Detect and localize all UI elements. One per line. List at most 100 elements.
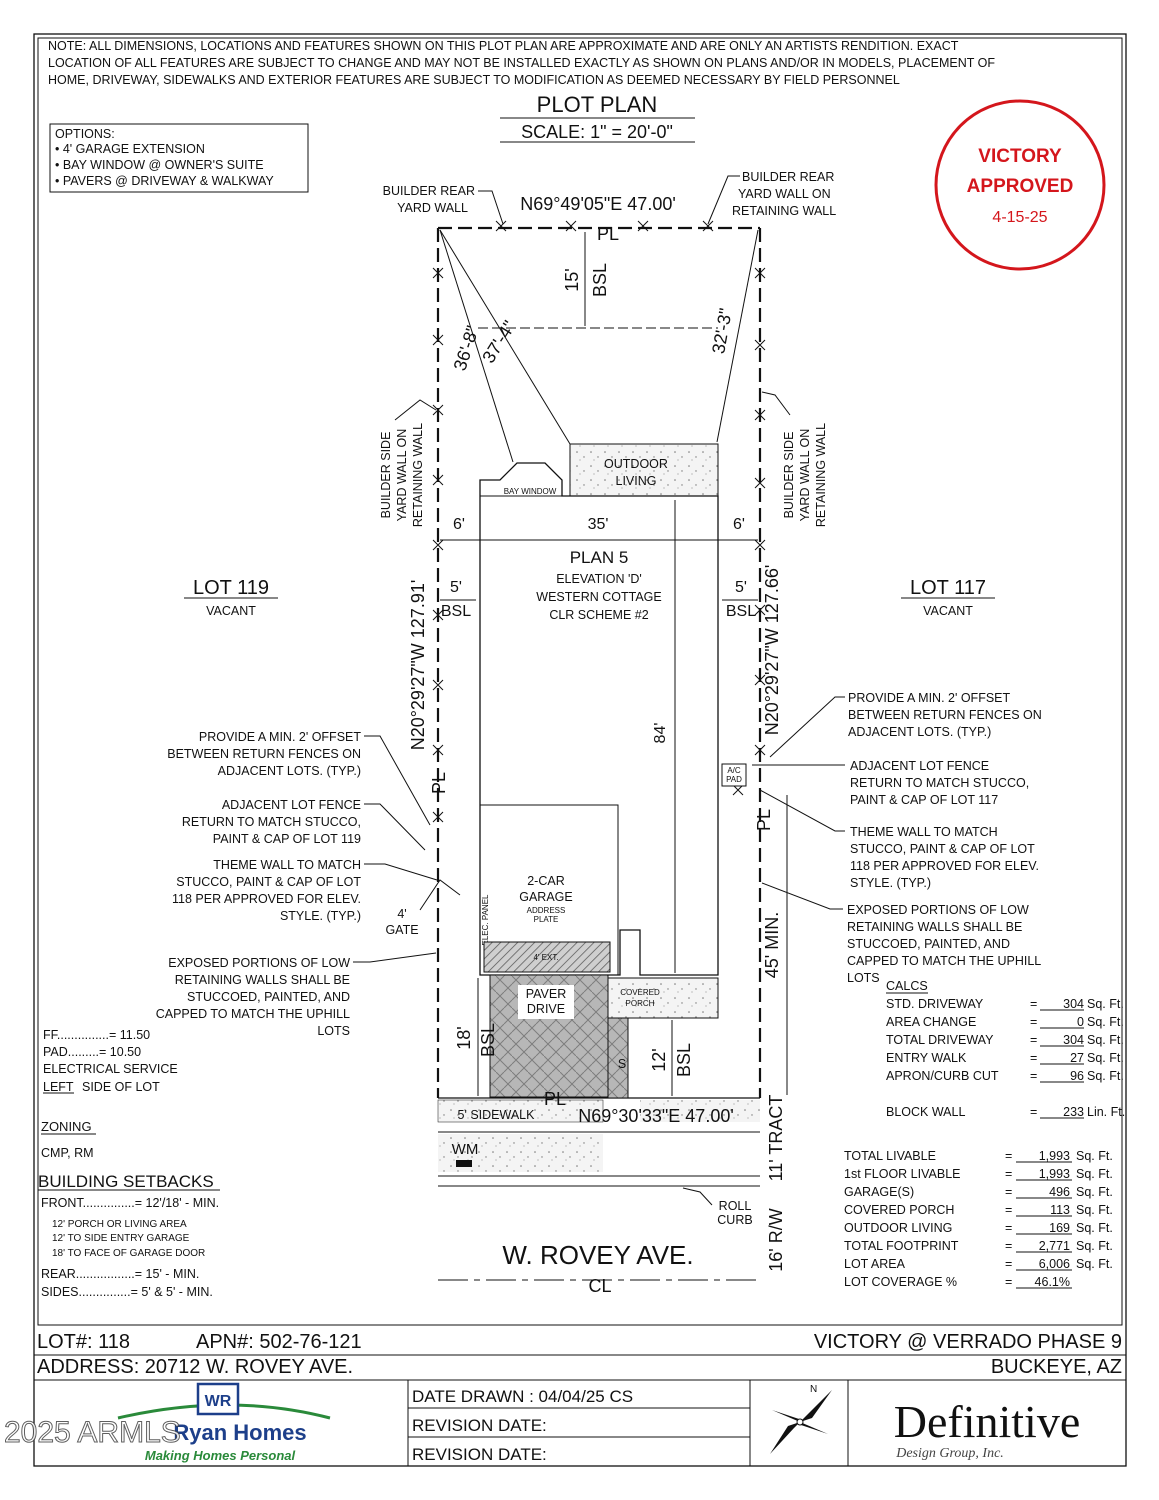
calc-value: 27	[1070, 1051, 1084, 1065]
svg-text:LOTS: LOTS	[847, 971, 880, 985]
roll-curb-label: ROLL	[719, 1199, 752, 1213]
svg-text:SIDE OF LOT: SIDE OF LOT	[82, 1080, 160, 1094]
option-item: • BAY WINDOW @ OWNER'S SUITE	[55, 158, 264, 172]
left-bearing: N20°29'27"W 127.91'	[408, 580, 428, 751]
calc-value: 304	[1063, 1033, 1084, 1047]
total-label: TOTAL FOOTPRINT	[844, 1239, 959, 1253]
svg-text:=: =	[1030, 997, 1037, 1011]
watermark: 2025 ARMLS	[4, 1416, 181, 1449]
svg-text:EXPOSED PORTIONS OF LOW: EXPOSED PORTIONS OF LOW	[847, 903, 1029, 917]
note-line-3: HOME, DRIVEWAY, SIDEWALKS AND EXTERIOR F…	[48, 73, 900, 87]
scale-label: SCALE: 1" = 20'-0"	[521, 122, 673, 142]
property-line-left: PL	[429, 772, 449, 794]
calc-unit: Sq. Ft.	[1087, 1051, 1124, 1065]
plan-name: PLAN 5	[570, 548, 629, 567]
svg-text:YARD WALL ON: YARD WALL ON	[395, 429, 409, 522]
svg-text:Ryan Homes: Ryan Homes	[173, 1420, 306, 1445]
svg-text:YARD WALL ON: YARD WALL ON	[798, 429, 812, 522]
address-plate-label: PLATE	[534, 915, 559, 924]
calc-value: 304	[1063, 997, 1084, 1011]
svg-text:BETWEEN RETURN FENCES ON: BETWEEN RETURN FENCES ON	[848, 708, 1042, 722]
rear-setback: 15'	[562, 268, 582, 291]
lot-119-label: LOT 119	[193, 577, 269, 599]
date-drawn: DATE DRAWN : 04/04/25 CS	[412, 1387, 633, 1406]
house-footprint	[479, 462, 719, 976]
svg-text:BUILDER SIDE: BUILDER SIDE	[379, 432, 393, 519]
svg-text:Design Group, Inc.: Design Group, Inc.	[895, 1446, 1004, 1461]
stamp-date: 4-15-25	[992, 209, 1047, 226]
calc-unit: Lin. Ft.	[1087, 1105, 1125, 1119]
svg-text:=: =	[1030, 1033, 1037, 1047]
property-line-label: PL	[597, 224, 619, 244]
front-bearing: N69°30'33"E 47.00'	[578, 1106, 734, 1126]
svg-text:ADJACENT LOTS. (TYP.): ADJACENT LOTS. (TYP.)	[848, 725, 991, 739]
svg-text:N: N	[810, 1384, 817, 1395]
svg-text:BUILDER SIDE: BUILDER SIDE	[782, 432, 796, 519]
lot-119-status: VACANT	[206, 604, 256, 618]
covered-porch	[607, 977, 719, 1019]
property-line-right: PL	[754, 809, 774, 831]
calc-unit: Sq. Ft.	[1087, 1069, 1124, 1083]
options-box	[49, 123, 309, 193]
setback-rear: REAR.................= 15' - MIN.	[41, 1267, 199, 1281]
svg-text:EXPOSED PORTIONS OF LOW: EXPOSED PORTIONS OF LOW	[168, 956, 350, 970]
north-arrow-icon: N	[770, 1384, 832, 1454]
side-dim-right: 6'	[733, 516, 745, 533]
svg-text:THEME WALL TO MATCH: THEME WALL TO MATCH	[850, 825, 998, 839]
total-value: 2,771	[1039, 1239, 1070, 1253]
rear-wall-right-label: RETAINING WALL	[732, 204, 836, 218]
option-item: • PAVERS @ DRIVEWAY & WALKWAY	[55, 174, 274, 188]
rear-wall-left-label: YARD WALL	[397, 201, 468, 215]
svg-text:ADJACENT LOT FENCE: ADJACENT LOT FENCE	[222, 798, 361, 812]
total-label: GARAGE(S)	[844, 1185, 914, 1199]
calc-label: STD. DRIVEWAY	[886, 997, 984, 1011]
sidewalk-label: 5' SIDEWALK	[458, 1108, 536, 1122]
svg-text:FF...............= 11.50: FF...............= 11.50	[43, 1028, 150, 1042]
total-unit: Sq. Ft.	[1076, 1221, 1113, 1235]
extension-label: 4' EXT.	[533, 953, 558, 962]
house-width: 35'	[588, 516, 609, 533]
address: ADDRESS: 20712 W. ROVEY AVE.	[37, 1356, 353, 1378]
svg-text:LOTS: LOTS	[317, 1024, 350, 1038]
rear-bsl: BSL	[590, 263, 610, 297]
svg-text:Definitive: Definitive	[894, 1396, 1081, 1447]
builder-logo: WR Ryan Homes Making Homes Personal	[117, 1382, 331, 1463]
svg-text:118 PER APPROVED FOR ELEV.: 118 PER APPROVED FOR ELEV.	[172, 892, 361, 906]
ac-pad	[721, 763, 747, 787]
svg-text:=: =	[1005, 1167, 1012, 1181]
svg-text:WR: WR	[205, 1393, 232, 1410]
apn-number: APN#: 502-76-121	[196, 1331, 362, 1353]
gate-label: GATE	[385, 923, 418, 937]
paver-label: PAVER	[526, 987, 567, 1001]
svg-text:STYLE. (TYP.): STYLE. (TYP.)	[850, 876, 931, 890]
option-item: • 4' GARAGE EXTENSION	[55, 142, 205, 156]
centerline-label: CL	[588, 1276, 611, 1296]
side-wall-left-label: BUILDER SIDE YARD WALL ON RETAINING WALL	[379, 423, 425, 527]
svg-text:RETURN TO MATCH STUCCO,: RETURN TO MATCH STUCCO,	[182, 815, 361, 829]
right-bearing: N20°29'27"W 127.66'	[762, 565, 782, 736]
bsl-left: BSL	[441, 603, 471, 620]
svg-text:STYLE. (TYP.): STYLE. (TYP.)	[280, 909, 361, 923]
total-value: 169	[1049, 1221, 1070, 1235]
diagonal-dimension: 32'-3"	[708, 307, 736, 356]
svg-text:PROVIDE A MIN. 2' OFFSET: PROVIDE A MIN. 2' OFFSET	[199, 730, 362, 744]
covered-porch-label: PORCH	[626, 999, 655, 1008]
svg-text:Making Homes Personal: Making Homes Personal	[145, 1448, 296, 1463]
total-label: LOT COVERAGE %	[844, 1275, 957, 1289]
roll-curb-label: CURB	[717, 1213, 752, 1227]
total-value: 46.1%	[1035, 1275, 1070, 1289]
svg-text:=: =	[1005, 1257, 1012, 1271]
total-label: COVERED PORCH	[844, 1203, 954, 1217]
svg-text:ADJACENT LOT FENCE: ADJACENT LOT FENCE	[850, 759, 989, 773]
right-notes: PROVIDE A MIN. 2' OFFSET BETWEEN RETURN …	[847, 691, 1042, 985]
setback-note: 12' PORCH OR LIVING AREA	[52, 1219, 187, 1230]
ac-pad-label: PAD	[726, 775, 742, 784]
calc-unit: Sq. Ft.	[1087, 1015, 1124, 1029]
ac-pad-label: A/C	[727, 766, 741, 775]
svg-text:LEFT: LEFT	[43, 1080, 74, 1094]
total-label: OUTDOOR LIVING	[844, 1221, 952, 1235]
total-unit: Sq. Ft.	[1076, 1239, 1113, 1253]
sheet-border	[33, 33, 1127, 1467]
